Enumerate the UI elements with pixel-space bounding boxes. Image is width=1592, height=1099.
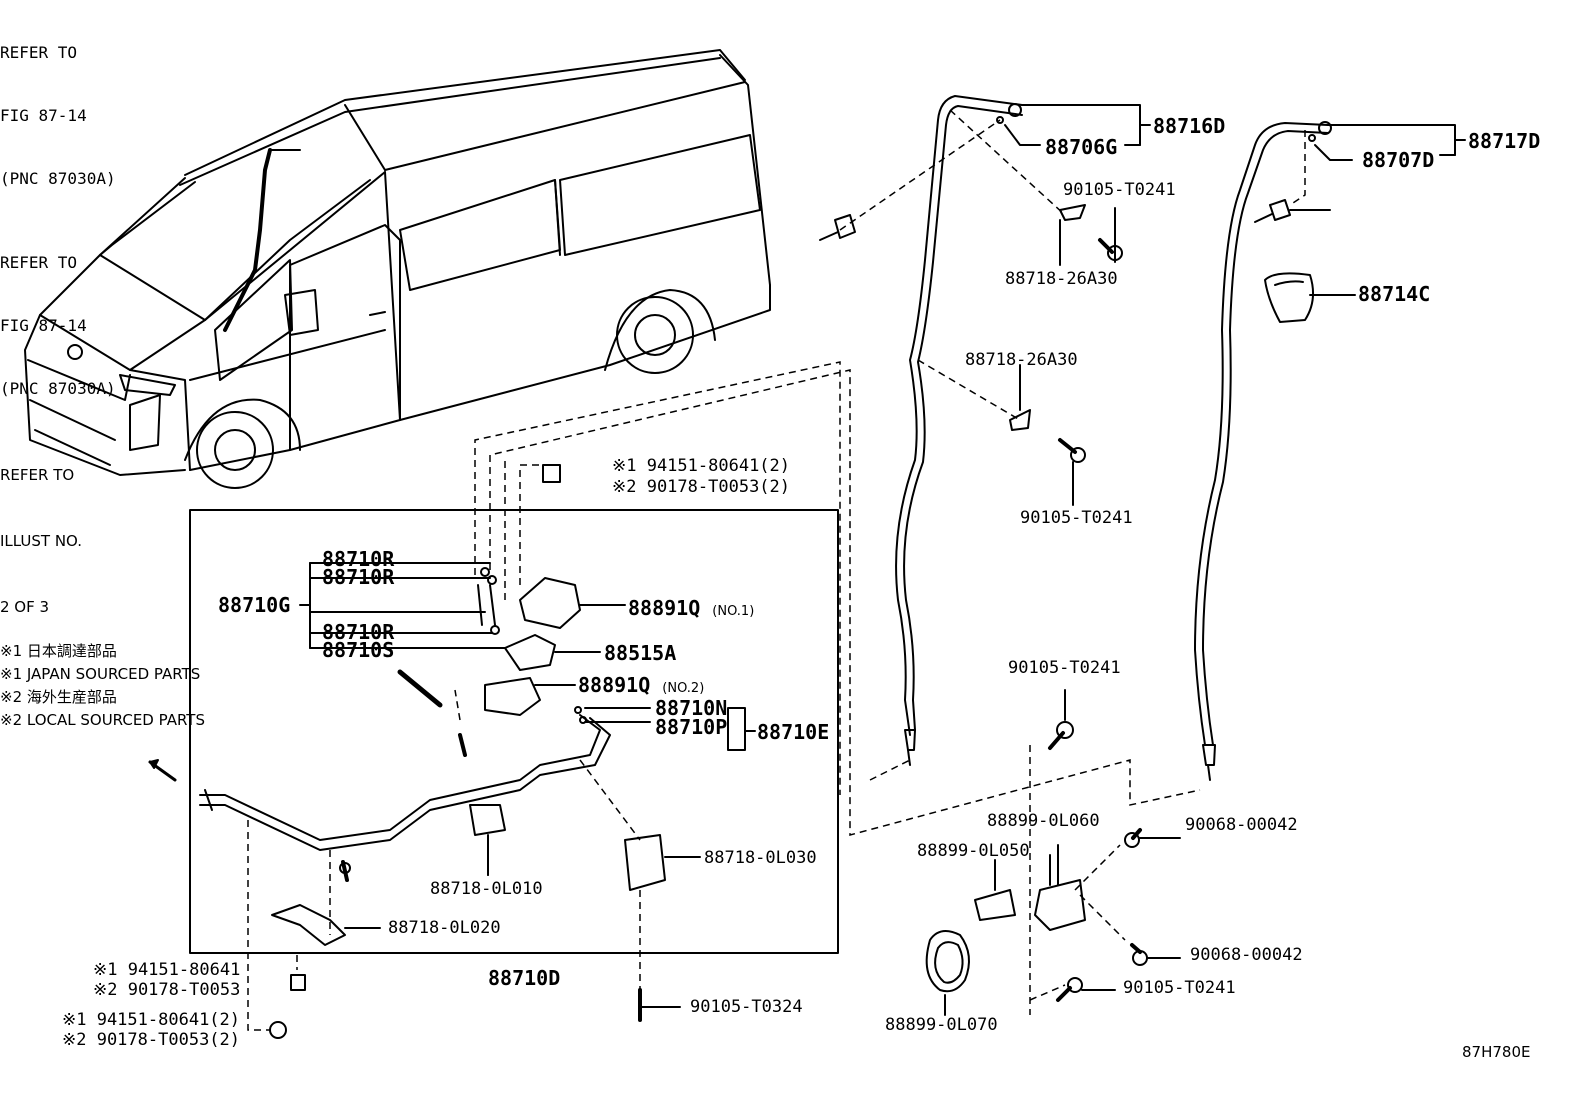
- part-label-90105-T0241: 90105-T0241: [1020, 508, 1133, 528]
- reference-fig-top: REFER TO FIG 87-14 (PNC 87030A): [0, 0, 1592, 210]
- part-label-88710P: 88710P: [655, 715, 728, 739]
- part-label-88718-0L010: 88718-0L010: [430, 879, 543, 899]
- part-label-88707D: 88707D: [1362, 148, 1435, 172]
- part-note: (NO.1): [712, 604, 755, 619]
- legend-item: ※1 JAPAN SOURCED PARTS: [0, 665, 201, 683]
- part-label-88899-0L070: 88899-0L070: [885, 1015, 998, 1035]
- part-label-88710G: 88710G: [218, 593, 291, 617]
- reference-fig-right: REFER TO FIG 87-14 (PNC 87030A): [0, 210, 1592, 420]
- part-label-88899-0L060: 88899-0L060: [987, 811, 1100, 831]
- van-illustration: [24, 49, 771, 489]
- reference-illust: REFER TO ILLUST NO. 2 OF 3: [0, 420, 1592, 640]
- part-label-88710E: 88710E: [757, 720, 830, 744]
- part-number: 88891Q: [578, 673, 651, 697]
- part-label-88716D: 88716D: [1153, 114, 1226, 138]
- reference-line: (PNC 87030A): [0, 379, 116, 398]
- part-label-88899-0L050: 88899-0L050: [917, 841, 1030, 861]
- part-label-88891Q-no1: 88891Q (NO.1): [628, 597, 754, 623]
- part-label-88891Q-no2: 88891Q (NO.2): [578, 674, 704, 700]
- part-label-90105-T0241: 90105-T0241: [1008, 658, 1121, 678]
- reference-line: FIG 87-14: [0, 106, 87, 125]
- part-label-90105-T0241: 90105-T0241: [1123, 978, 1236, 998]
- part-label-88718-0L030: 88718-0L030: [704, 848, 817, 868]
- part-number: 88891Q: [628, 596, 701, 620]
- reference-line: 2 OF 3: [0, 598, 50, 616]
- part-label-90105-T0324: 90105-T0324: [690, 997, 803, 1017]
- reference-line: REFER TO: [0, 43, 78, 62]
- drawing-number: 87H780E: [1462, 1043, 1531, 1061]
- part-label-88710R: 88710R: [322, 547, 395, 571]
- part-label-90105-T0241: 90105-T0241: [1063, 180, 1176, 200]
- part-label-90068-00042: 90068-00042: [1190, 945, 1303, 965]
- bolt-note: ※2 90178-T0053: [93, 980, 241, 1000]
- bolt-note: ※1 94151-80641(2): [612, 456, 791, 476]
- reference-line: REFER TO: [0, 466, 75, 484]
- part-label-88710N: 88710N: [655, 696, 728, 720]
- bolt-note: ※1 94151-80641(2): [62, 1010, 241, 1030]
- part-note: (NO.2): [662, 681, 705, 696]
- part-label-88718-26A30: 88718-26A30: [965, 350, 1078, 370]
- legend: ※1 日本調達部品 ※1 JAPAN SOURCED PARTS ※2 海外生産…: [0, 640, 1592, 732]
- part-label-88710D: 88710D: [488, 966, 561, 990]
- part-label-88706G: 88706G: [1045, 135, 1118, 159]
- reference-line: ILLUST NO.: [0, 532, 83, 550]
- reference-line: (PNC 87030A): [0, 169, 116, 188]
- assembly-box: [189, 509, 839, 954]
- bolt-note: ※2 90178-T0053(2): [62, 1030, 241, 1050]
- part-label-88515A: 88515A: [604, 641, 677, 665]
- reference-line: REFER TO: [0, 253, 78, 272]
- part-label-88714C: 88714C: [1358, 282, 1431, 306]
- legend-item: ※1 日本調達部品: [0, 642, 117, 660]
- bolt-note: ※1 94151-80641: [93, 960, 241, 980]
- part-label-88718-26A30: 88718-26A30: [1005, 269, 1118, 289]
- part-label-88717D: 88717D: [1468, 129, 1541, 153]
- part-label-88718-0L020: 88718-0L020: [388, 918, 501, 938]
- part-label-88710R: 88710R: [322, 565, 395, 589]
- bolt-note: ※2 90178-T0053(2): [612, 477, 791, 497]
- part-label-88710S: 88710S: [322, 638, 395, 662]
- legend-item: ※2 LOCAL SOURCED PARTS: [0, 711, 205, 729]
- part-label-88710R: 88710R: [322, 620, 395, 644]
- part-label-90068-00042: 90068-00042: [1185, 815, 1298, 835]
- legend-item: ※2 海外生産部品: [0, 688, 117, 706]
